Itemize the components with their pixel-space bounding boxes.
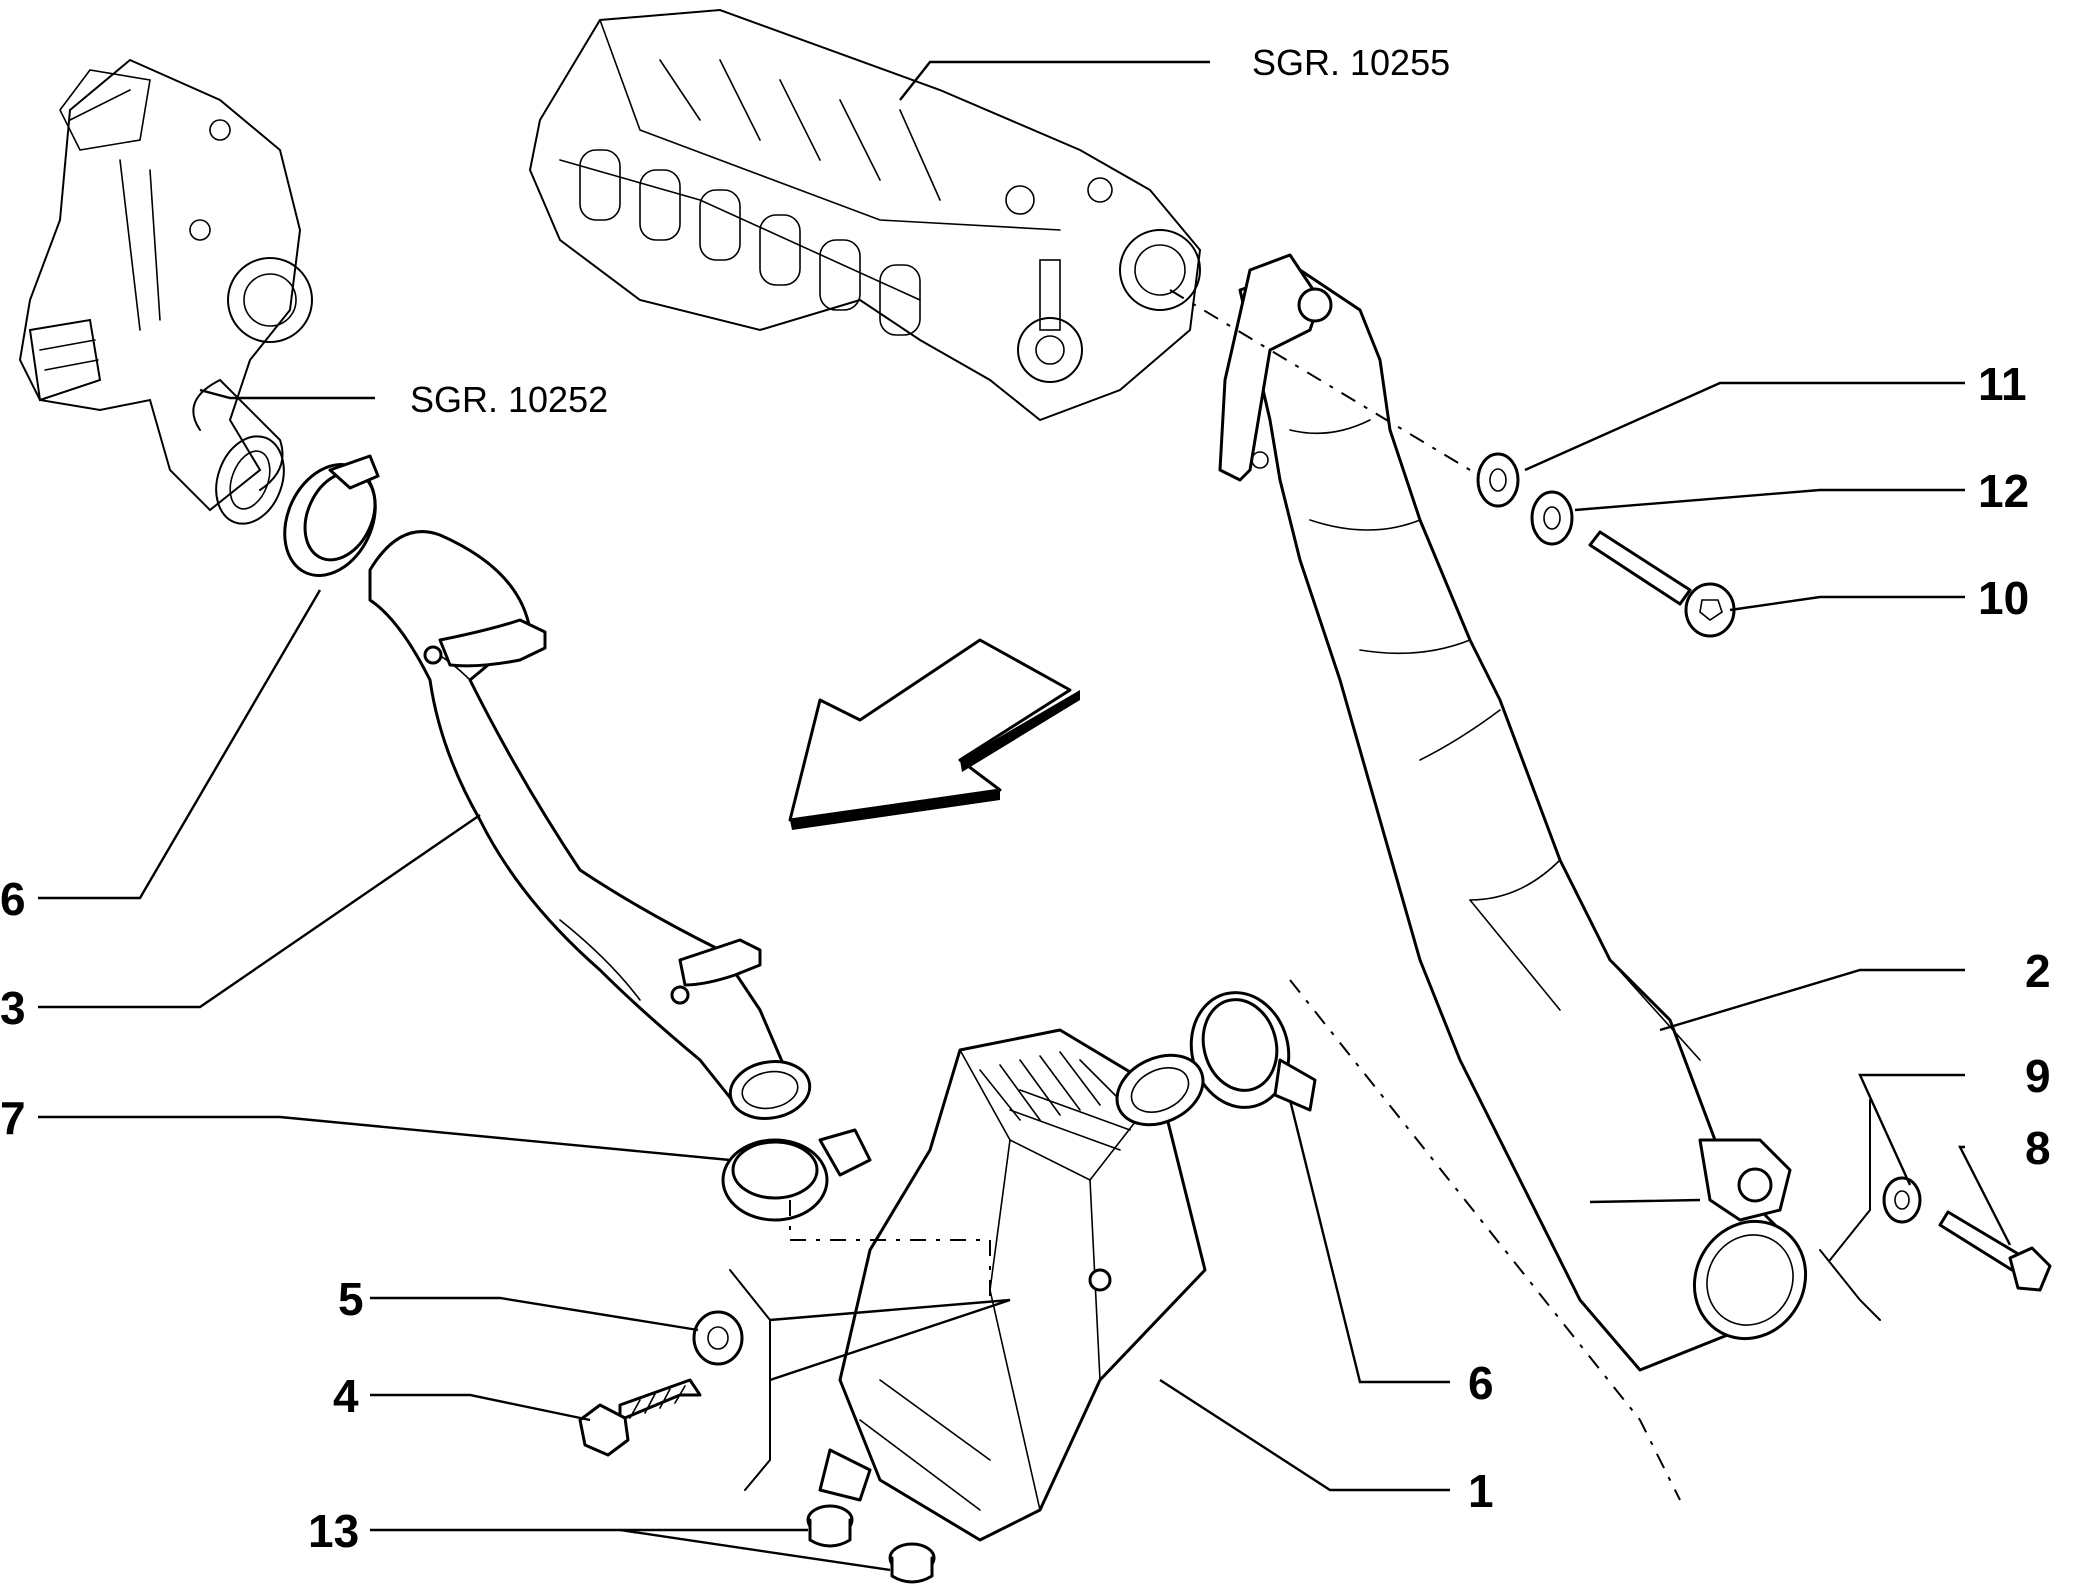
callout-11: 11 (1978, 358, 2027, 410)
callout-3: 3 (0, 982, 26, 1034)
callout-6-right: 6 (1468, 1357, 1494, 1409)
centerline-right-pipe (1289, 979, 1681, 1501)
hose-clamp-7 (721, 1128, 872, 1222)
self-tapping-screw-4 (578, 1378, 702, 1457)
callout-13: 13 (308, 1505, 359, 1557)
callout-9: 9 (2025, 1050, 2051, 1102)
reference-manifold: SGR. 10255 (1252, 42, 1450, 83)
washer-12 (1530, 490, 1574, 546)
callout-1: 1 (1468, 1465, 1494, 1517)
callout-2: 2 (2025, 945, 2051, 997)
callout-10: 10 (1978, 572, 2029, 624)
forward-arrow-icon (788, 638, 1080, 830)
drain-plug-lower (888, 1542, 936, 1584)
callout-4: 4 (333, 1370, 359, 1422)
hose-clamp-upper-left (283, 454, 380, 577)
leader-lines (38, 60, 2012, 1572)
centerline-manifold-pipe (1169, 289, 1471, 471)
centerline-clamp-7 (789, 1200, 991, 1300)
turbocharger (18, 58, 313, 525)
bolt-10 (1588, 530, 1736, 638)
hose-clamp-upper-right (1189, 991, 1317, 1112)
callout-6-left: 6 (0, 873, 26, 925)
callout-5: 5 (338, 1273, 364, 1325)
callout-12: 12 (1978, 465, 2029, 517)
washer-11 (1476, 452, 1520, 508)
washer-5 (692, 1310, 744, 1366)
intake-manifold (528, 8, 1202, 422)
intake-hose (368, 530, 812, 1120)
callout-8: 8 (2025, 1122, 2051, 1174)
reference-turbo: SGR. 10252 (410, 379, 608, 420)
drain-plug-upper (806, 1504, 854, 1548)
callout-7: 7 (0, 1092, 26, 1144)
bolt-8 (1938, 1210, 2052, 1292)
rigid-air-pipe (1218, 253, 1808, 1372)
washer-9 (1882, 1176, 1922, 1224)
intercooler (818, 1028, 1207, 1542)
